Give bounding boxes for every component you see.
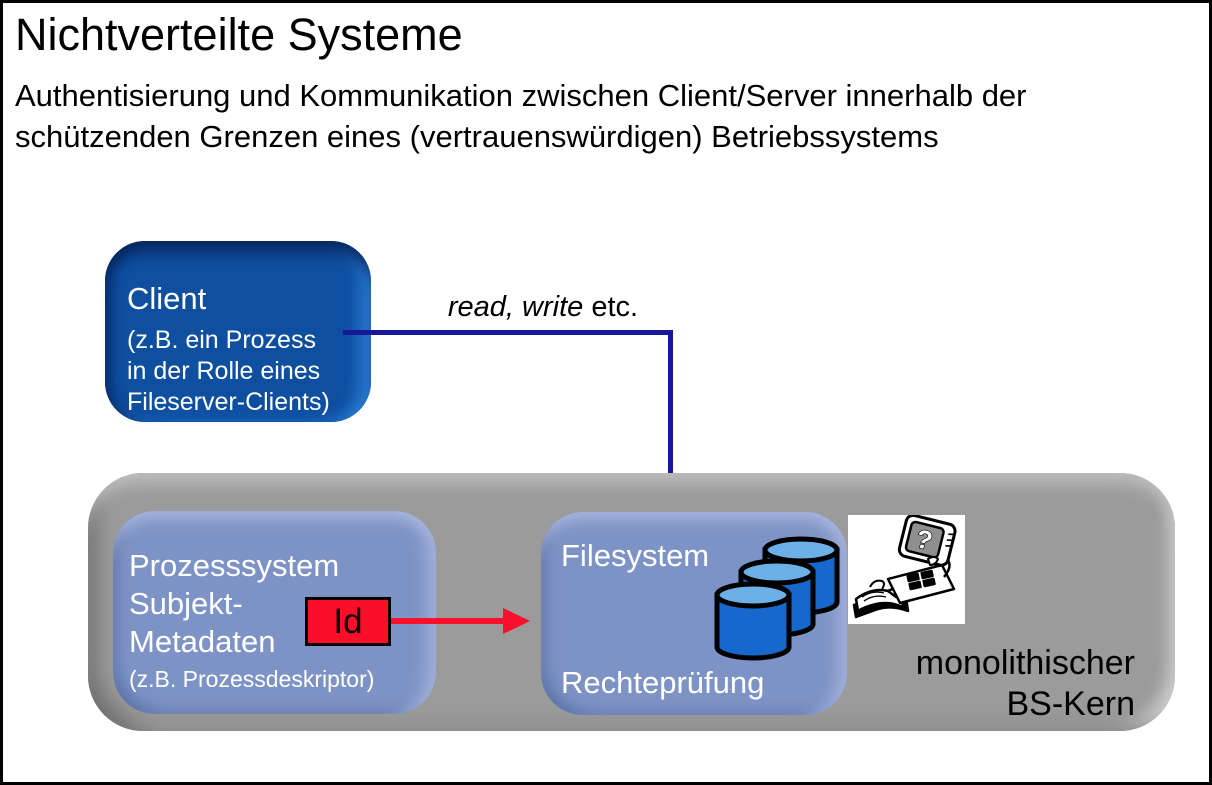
process-system-note: (z.B. Prozessdeskriptor) bbox=[129, 666, 375, 692]
page-title: Nichtverteilte Systeme bbox=[15, 9, 463, 60]
confused-user-clipart: ? bbox=[848, 513, 965, 624]
process-system-line: Metadaten bbox=[129, 624, 276, 659]
client-box: Client (z.B. ein Prozess in der Rolle ei… bbox=[105, 241, 371, 422]
kernel-label-line-2: BS-Kern bbox=[1006, 685, 1136, 723]
subtitle-line-2: schützenden Grenzen eines (vertrauenswür… bbox=[15, 119, 939, 154]
process-system-line: Subjekt- bbox=[129, 586, 243, 621]
id-box-label: Id bbox=[333, 601, 363, 641]
id-to-filesystem-arrowhead-icon bbox=[503, 608, 530, 634]
process-system-box: Prozesssystem Subjekt- Metadaten (z.B. P… bbox=[113, 511, 436, 714]
id-box: Id bbox=[305, 597, 391, 646]
svg-text:?: ? bbox=[913, 523, 936, 556]
database-cylinders-icon bbox=[714, 536, 840, 661]
filesystem-bottom-label: Rechteprüfung bbox=[561, 665, 765, 700]
filesystem-title: Filesystem bbox=[561, 538, 710, 573]
client-box-line: in der Rolle eines bbox=[127, 357, 321, 385]
process-system-text: Prozesssystem Subjekt- Metadaten (z.B. P… bbox=[129, 547, 374, 693]
client-box-text: Client (z.B. ein Prozess in der Rolle ei… bbox=[127, 281, 330, 418]
subtitle-line-1: Authentisierung und Kommunikation zwisch… bbox=[15, 78, 1027, 113]
kernel-label: monolithischer BS-Kern bbox=[873, 643, 1135, 725]
client-to-filesystem-arrow-vertical bbox=[668, 330, 673, 520]
call-label-italic: read, write bbox=[447, 291, 584, 323]
filesystem-box: Filesystem Rechteprüfung bbox=[541, 512, 847, 715]
client-box-line: Fileserver-Clients) bbox=[127, 388, 330, 416]
kernel-label-line-1: monolithischer bbox=[915, 644, 1135, 682]
process-system-line: Prozesssystem bbox=[129, 548, 340, 583]
confused-user-icon: ? bbox=[852, 513, 957, 619]
call-label-rest: etc. bbox=[583, 291, 639, 323]
call-label: read, write etc. bbox=[423, 291, 663, 324]
client-box-line: (z.B. ein Prozess bbox=[127, 326, 316, 354]
client-to-filesystem-arrow-horizontal bbox=[343, 330, 673, 335]
subtitle: Authentisierung und Kommunikation zwisch… bbox=[15, 75, 1027, 157]
id-to-filesystem-arrow bbox=[391, 618, 505, 624]
client-box-title: Client bbox=[127, 281, 207, 316]
